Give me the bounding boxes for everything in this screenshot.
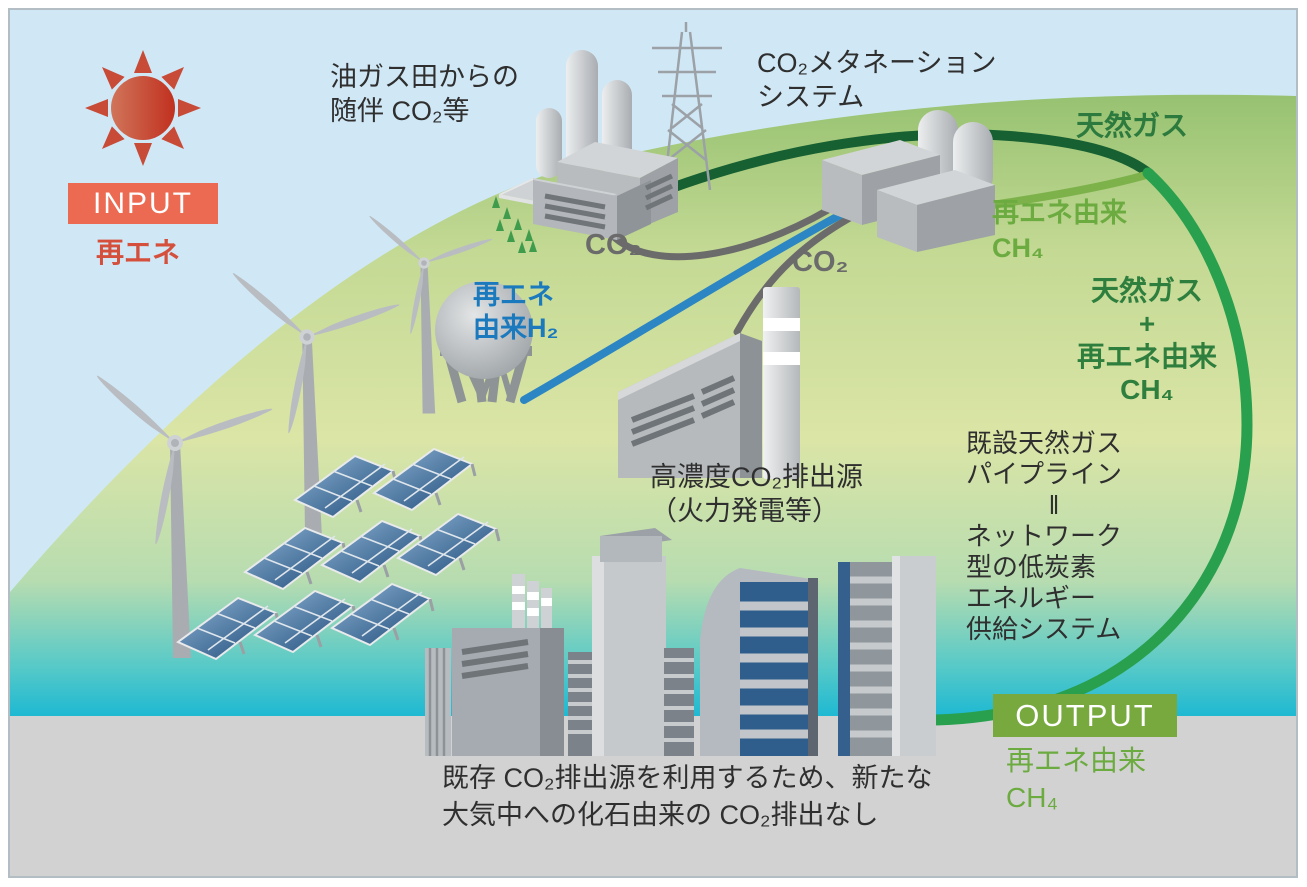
co2-line-from-gas-field bbox=[611, 206, 832, 261]
co2-line-from-power-plant bbox=[733, 211, 859, 336]
power-plant-icon bbox=[618, 287, 800, 479]
oil-gas-field-label: 油ガス田からの 随伴 CO₂等 bbox=[330, 62, 519, 126]
sun-icon bbox=[85, 50, 201, 166]
output-badge: OUTPUT bbox=[993, 694, 1177, 737]
co2-label-gas-field: CO₂ bbox=[585, 229, 642, 261]
bottom-note: 既存 CO₂排出源を利用するため、新たな 大気中への化石由来の CO₂排出なし bbox=[442, 763, 933, 830]
methanation-plant bbox=[822, 110, 995, 252]
methanation-system-label: CO₂メタネーション システム bbox=[757, 48, 997, 112]
renewable-ch4-pipe-label: 再エネ由来 CH₄ bbox=[992, 198, 1127, 263]
natural-gas-label: 天然ガス bbox=[1076, 110, 1189, 141]
city-buildings-icon bbox=[425, 528, 936, 756]
renewable-h2-label: 再エネ 由来H₂ bbox=[473, 280, 559, 343]
diagram-border bbox=[8, 8, 1298, 878]
power-plant-label: 高濃度CO₂排出源 （火力発電等） bbox=[650, 462, 863, 526]
transmission-tower-icon bbox=[652, 22, 722, 191]
co2-label-power-plant: CO₂ bbox=[792, 246, 849, 278]
h2-line bbox=[520, 210, 846, 404]
input-caption: 再エネ bbox=[96, 237, 181, 268]
factory-icon bbox=[499, 22, 722, 240]
ch4-output-pipe bbox=[981, 171, 1150, 210]
gas-plus-ch4-label: 天然ガス + 再エネ由来 CH₄ bbox=[1076, 275, 1217, 405]
output-caption: 再エネ由来 CH₄ bbox=[1006, 745, 1147, 813]
input-badge: INPUT bbox=[68, 183, 218, 224]
gas-holder-dome-icon bbox=[435, 281, 533, 404]
pipeline-network-note: 既設天然ガス パイプライン ‖ ネットワーク 型の低炭素 エネルギー 供給システ… bbox=[966, 428, 1123, 644]
